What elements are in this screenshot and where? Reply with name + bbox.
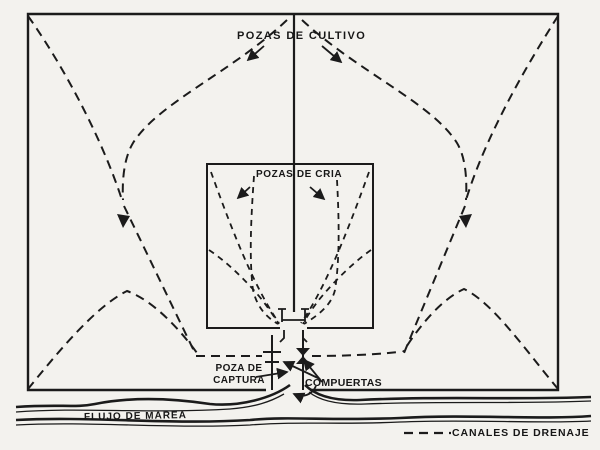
drain-center-right-branch [301, 19, 468, 201]
drain-right-merged [403, 205, 466, 354]
left-gate-symbol [263, 351, 281, 363]
label-pointer-arrows [236, 45, 343, 404]
gates-label: COMPUERTAS [305, 377, 382, 389]
culture-ponds-label: POZAS DE CULTIVO [237, 30, 367, 42]
nursery-pond-rect [206, 163, 374, 329]
drain-left-merged [123, 205, 196, 354]
compuertas-arrow-right [302, 358, 323, 383]
tidal-stream [15, 383, 592, 427]
cultivo-arrow-right [321, 45, 343, 64]
capture-pond-label-line2: CAPTURA [213, 375, 265, 386]
left-flow-arrowhead [117, 214, 130, 228]
captura-arrow [255, 367, 289, 380]
drain-center-left-branch [121, 19, 288, 201]
compuertas-arrow-left [282, 360, 321, 380]
cria-arrow-left [236, 186, 251, 200]
drain-topright-diagonal [465, 15, 559, 201]
drainage-legend-label: CANALES DE DRENAJE [452, 427, 590, 439]
nursery-ponds-label: POZAS DE CRIA [256, 169, 343, 180]
drainage-channels [27, 15, 559, 390]
right-gate-symbol [296, 348, 310, 364]
nursery-drainage-channels [208, 171, 372, 325]
drain-left-hump [27, 289, 198, 390]
compuertas-arrow-mouth [292, 385, 317, 404]
capture-pond-label: POZA DE CAPTURA [204, 363, 274, 387]
capture-pond-label-line1: POZA DE [215, 363, 263, 374]
capture-channel-lines [271, 330, 304, 390]
nursery-gate [278, 308, 309, 343]
drain-right-hump [402, 287, 559, 390]
tidal-flow-label: FLUJO DE MAREA [83, 410, 187, 423]
cultivo-arrow-left [246, 45, 265, 62]
cria-arrow-right [309, 186, 326, 201]
drain-topleft-diagonal [27, 15, 123, 201]
drain-right-horizontal [311, 351, 399, 357]
right-flow-arrowhead [459, 214, 472, 228]
